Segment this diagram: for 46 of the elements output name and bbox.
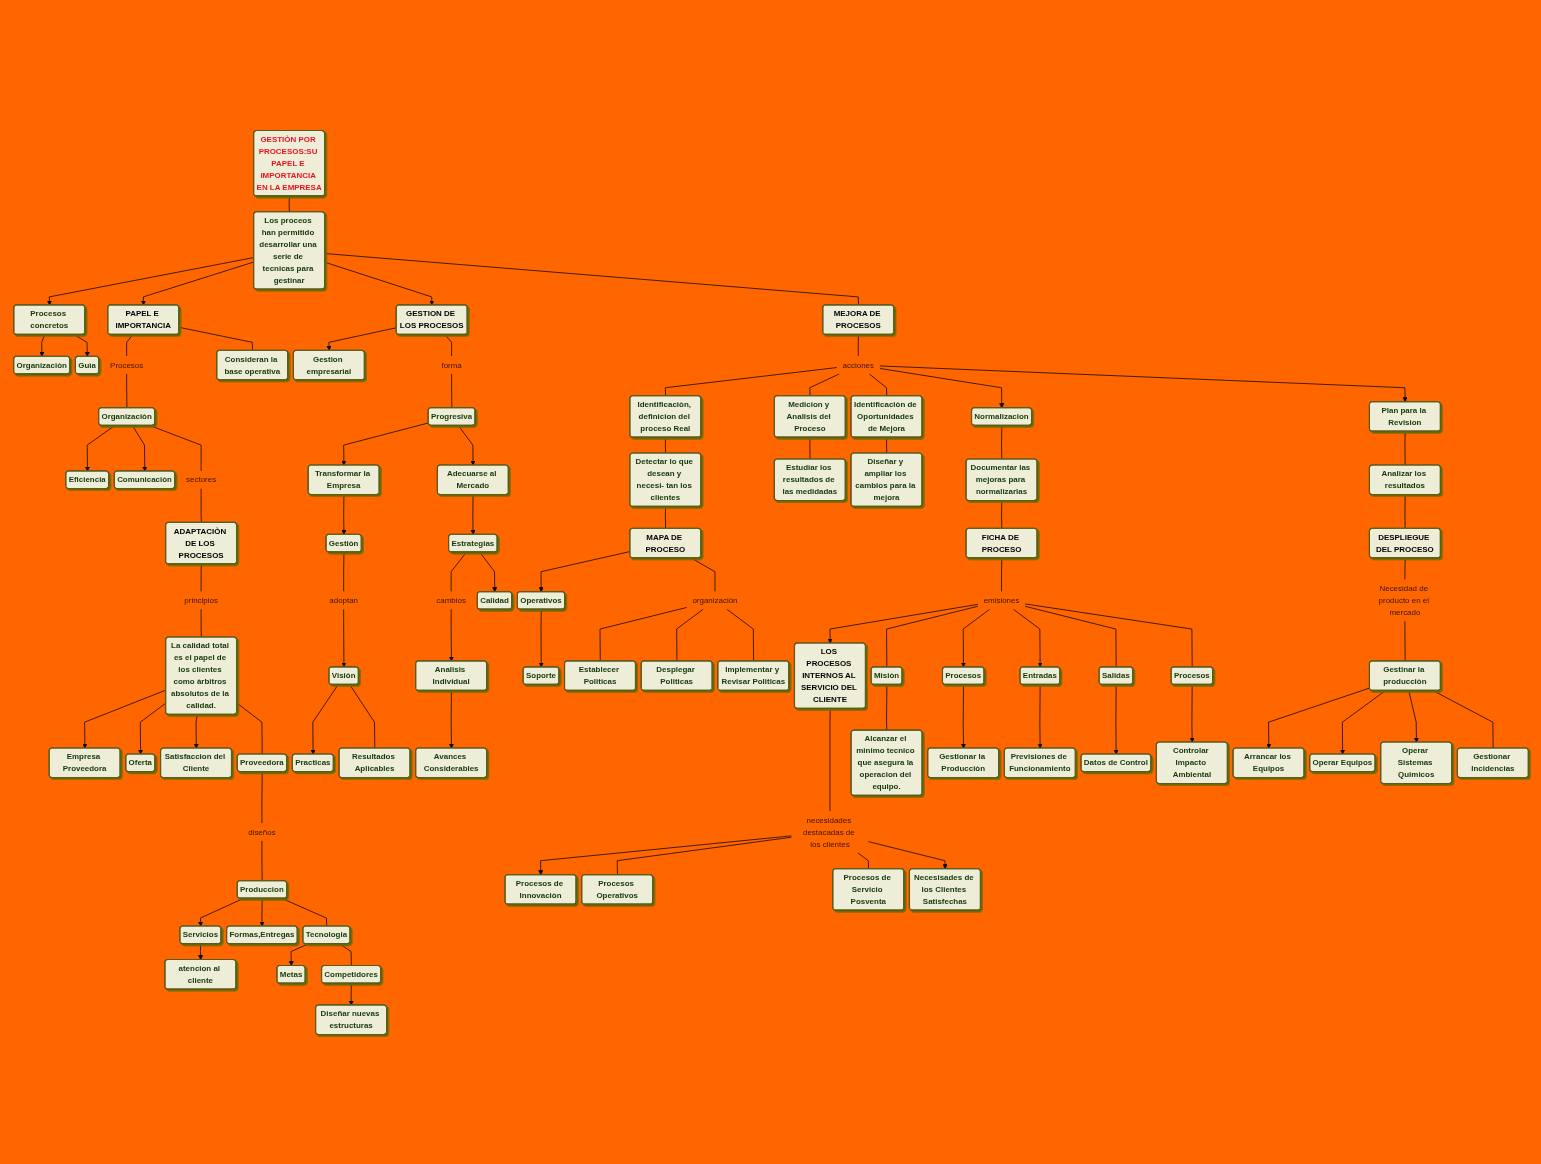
connector-line [125,372,127,408]
connector-line [1404,557,1406,580]
connector-line [1404,430,1406,466]
connector-line [1024,605,1117,667]
connector-line [324,252,859,305]
connector-line [281,897,327,927]
connector-line [1000,499,1002,529]
connector-line [450,551,467,592]
connector-line [1404,493,1406,529]
connector-line [690,557,715,592]
connector-line [178,326,253,351]
connector-line [664,436,666,454]
connector-line [725,608,754,661]
connector-line [868,372,887,396]
connector-line [236,702,263,755]
connector-line [1024,603,1193,667]
connector-line [616,836,792,875]
connector-line [125,333,133,357]
connector-line [857,333,859,357]
connector-line [261,839,263,881]
connector-line [200,487,202,523]
connector-line [1404,620,1406,661]
connector-line [200,563,202,592]
connector-line [885,683,887,731]
connector-line [1000,424,1002,460]
connector-line [1432,689,1493,749]
connector-line [599,606,687,661]
connector-line [675,608,704,661]
connector-line [856,851,869,869]
connector-line [200,608,202,638]
connector-line [885,605,978,667]
connector-line [808,372,840,396]
connector-line [664,366,837,396]
connector-line [450,372,452,408]
connector-line [444,333,452,357]
connector-line [348,683,375,749]
connector-line [342,551,344,592]
connector-line [148,424,201,471]
connector-line [829,707,831,812]
connector-line [288,195,290,212]
connector-line [1000,557,1002,592]
connector-line [808,436,810,460]
connector-line [885,436,887,454]
connector-line [261,771,263,824]
connector-line [338,943,352,966]
connector-line [664,505,666,529]
